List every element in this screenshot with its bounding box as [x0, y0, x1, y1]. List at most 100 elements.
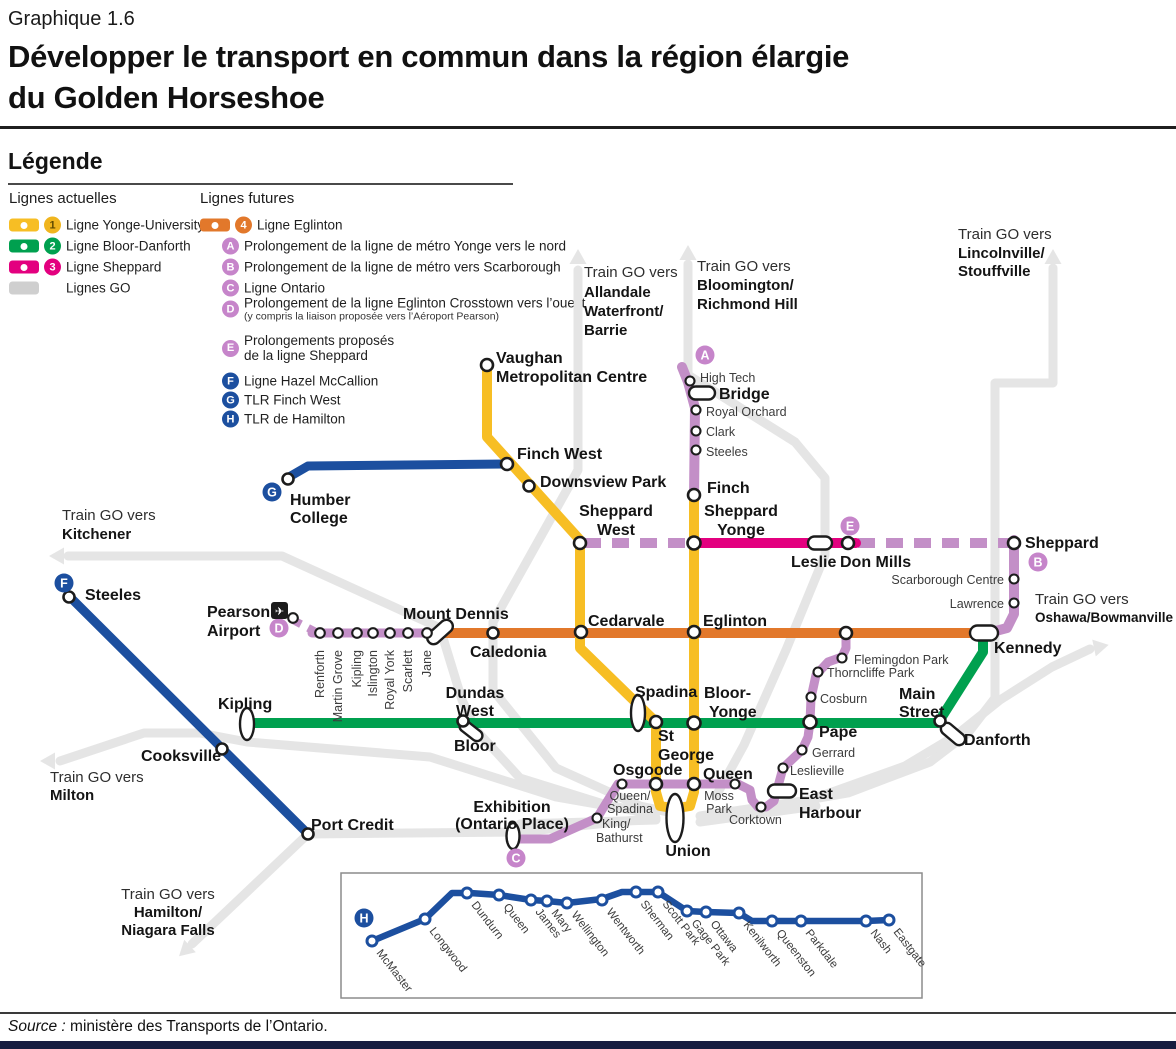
- go-arrow-richmond-hill: [679, 245, 697, 260]
- station-sherman: [629, 885, 643, 899]
- line-chip: [9, 260, 39, 274]
- legend-label: Ligne Yonge-University: [66, 217, 205, 233]
- legend-badge-f: F: [222, 372, 239, 390]
- label-sheppard: Sheppard: [1025, 535, 1099, 552]
- label-thorncliffe-park: Thorncliffe Park: [827, 666, 915, 680]
- label-pearson: Pearson: [207, 604, 270, 621]
- label-yonge: Yonge: [709, 704, 757, 721]
- go-arrow-stouffville: [1044, 249, 1062, 264]
- label-train-go-vers: Train GO vers: [584, 264, 678, 281]
- badge-h: [354, 908, 374, 928]
- label-train-go-vers: Train GO vers: [62, 507, 156, 524]
- go-arrow-oshawa: [1092, 639, 1109, 657]
- label-train-go-vers: Train GO vers: [697, 258, 791, 275]
- station-dundas-west: [456, 714, 470, 728]
- label-steeles: Steeles: [706, 445, 748, 459]
- label-dundas: Dundas: [446, 685, 505, 702]
- label-stouffville: Stouffville: [958, 263, 1031, 280]
- badge-d: [269, 618, 289, 638]
- legend-label: Ligne Eglinton: [257, 217, 343, 233]
- legend-label: Ligne Hazel McCallion: [244, 373, 379, 389]
- badge-f: [54, 573, 74, 593]
- station-cooksville: [215, 742, 229, 756]
- label-danforth: Danforth: [964, 732, 1031, 749]
- station-caledonia: [486, 626, 500, 640]
- go-arrow-kitchener: [49, 547, 64, 565]
- station-dot: [20, 263, 28, 271]
- badge-g: [262, 482, 282, 502]
- label-bloomington: Bloomington/: [697, 277, 794, 294]
- label-oshawa-bowmanville: Oshawa/Bowmanville: [1035, 610, 1174, 625]
- legend-current-header: Lignes actuelles: [9, 190, 117, 207]
- station-bloor-yonge: [686, 715, 702, 731]
- station-renforth: [314, 627, 326, 639]
- station-sheppard-west: [572, 535, 588, 551]
- label-royal-orchard: Royal Orchard: [706, 405, 787, 419]
- label-george: George: [658, 747, 714, 764]
- label-martin-grove: Martin Grove: [331, 650, 345, 722]
- station-queen-spadina: [616, 778, 628, 790]
- label-airport: Airport: [207, 623, 261, 640]
- station-gerrard: [796, 744, 808, 756]
- label-islington: Islington: [366, 650, 380, 697]
- station-dot: [211, 221, 219, 229]
- go-arrow-milton: [40, 752, 55, 770]
- legend-badge-d: D: [222, 300, 239, 318]
- station-queen-hamilton: [492, 888, 506, 902]
- station-lawrence: [1008, 597, 1020, 609]
- legend-badge-g: G: [222, 391, 239, 409]
- station-port-credit: [301, 827, 315, 841]
- title-divider: [0, 126, 1176, 129]
- station-spadina: [629, 693, 647, 733]
- station-pape: [802, 714, 818, 730]
- label-queen: Queen/: [609, 789, 651, 803]
- figure-number: Graphique 1.6: [8, 8, 135, 30]
- legend-title: Légende: [8, 148, 103, 174]
- label-spadina: Spadina: [635, 684, 697, 701]
- legend-badge-b: B: [222, 258, 239, 276]
- source-line: Source : ministère des Transports de l’O…: [8, 1018, 328, 1036]
- label-lawrence: Lawrence: [950, 597, 1004, 611]
- label-kipling: Kipling: [218, 696, 272, 713]
- station-sheppard-yonge: [686, 535, 702, 551]
- legend-future-header: Lignes futures: [200, 190, 295, 207]
- label-waterfront: Waterfront/: [584, 303, 664, 320]
- station-don-mills: [840, 535, 856, 551]
- label-east: East: [799, 786, 833, 803]
- station-ottawa: [699, 905, 713, 919]
- label-train-go-vers: Train GO vers: [50, 769, 144, 786]
- label-royal-york: Royal York: [383, 649, 397, 710]
- label-caledonia: Caledonia: [470, 644, 547, 661]
- label-scarborough-centre: Scarborough Centre: [891, 573, 1004, 587]
- station-science-centre: [838, 625, 854, 641]
- station-kennedy: [968, 624, 1000, 642]
- station-mount-dennis: [425, 618, 455, 646]
- station-scarborough-centre: [1008, 573, 1020, 585]
- station-bridge: [687, 385, 717, 401]
- line-line6-finch-west: [284, 459, 510, 482]
- legend-label: TLR de Hamilton: [244, 411, 346, 427]
- label-downsview-park: Downsview Park: [540, 474, 666, 491]
- legend-label: Ligne Sheppard: [66, 259, 162, 275]
- station-royal-york: [384, 627, 396, 639]
- station-st-george: [648, 714, 664, 730]
- legend-label: Prolongement de la ligne Eglinton Crosst…: [244, 295, 586, 323]
- legend-item-ligne-hazel-mccallion: F Ligne Hazel McCallion: [222, 372, 379, 390]
- label-sheppard: Sheppard: [704, 503, 778, 520]
- line-chip: [9, 281, 39, 295]
- go-line-milton: [55, 728, 647, 817]
- legend-badge-2: 2: [44, 237, 61, 255]
- line-line2-bloor-danforth: [242, 631, 988, 728]
- badge-label-b: B: [1033, 555, 1042, 569]
- go-line-hamilton-niagara: [187, 829, 313, 949]
- station-union: [665, 792, 685, 844]
- badge-label-c: C: [511, 851, 520, 865]
- station-flemingdon-park: [836, 652, 848, 664]
- station-dot: [20, 221, 28, 229]
- label-cooksville: Cooksville: [141, 748, 221, 765]
